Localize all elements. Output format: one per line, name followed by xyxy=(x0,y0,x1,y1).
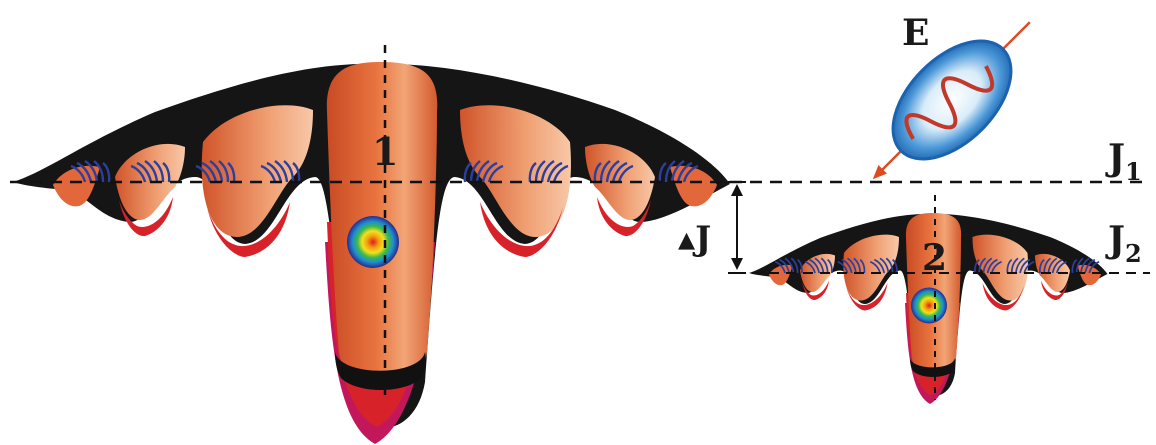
label-delta-j: ▴J xyxy=(678,219,711,259)
delta-j-arrow xyxy=(728,181,746,274)
label-j2-main: J xyxy=(1105,219,1125,261)
wavefunction-target-1 xyxy=(347,216,399,268)
label-field-e: E xyxy=(902,12,929,54)
wavefunction-target-2 xyxy=(911,287,947,324)
label-state-2: 2 xyxy=(922,237,947,279)
wave-oscillation xyxy=(904,65,995,140)
light-pulse xyxy=(872,21,1031,180)
label-state-1: 1 xyxy=(372,129,398,174)
label-j1-sub: 1 xyxy=(1125,157,1142,186)
surface-state-1 xyxy=(13,62,730,444)
label-j2-sub: 2 xyxy=(1125,239,1142,268)
label-j1: J1 xyxy=(1105,137,1142,186)
label-j1-main: J xyxy=(1105,137,1125,179)
pulse-ellipse xyxy=(891,39,1013,161)
surface-state-2 xyxy=(749,213,1108,404)
arrow-head-icon xyxy=(872,165,887,180)
label-j2: J2 xyxy=(1105,219,1142,268)
